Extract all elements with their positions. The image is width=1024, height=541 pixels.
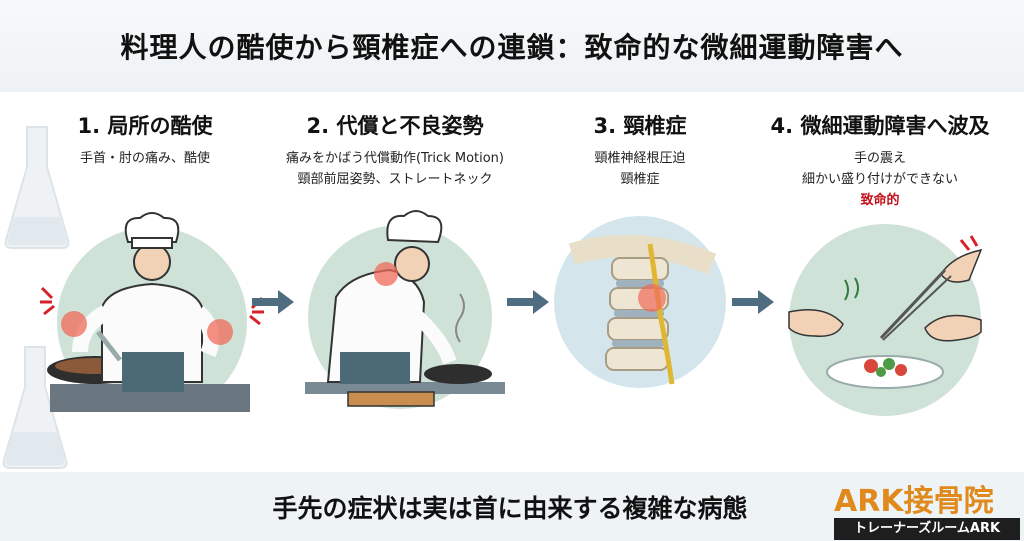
page-title: 料理人の酷使から頸椎症への連鎖：致命的な微細運動障害へ [120,31,904,64]
flask-icon [4,126,70,249]
right-arrow-icon [732,290,774,314]
step-1: 1. 局所の酷使 手首・肘の痛み、酷使 [40,110,250,169]
step-heading: 4. 微細運動障害へ波及 [770,114,990,138]
step-2: 2. 代償と不良姿勢 痛みをかばう代償動作(Trick Motion) 頸部前屈… [250,110,540,190]
right-arrow-icon [252,290,294,314]
chef-illustration [305,210,505,409]
step-description: 手の震え [853,151,906,166]
pain-burst-icon [40,286,55,316]
logo-tagline: トレーナーズルームARK [834,518,1020,540]
diagram-area: 1. 局所の酷使 手首・肘の痛み、酷使 2. 代償と不良姿 [0,92,1024,472]
step-description: 頸椎症 [620,172,660,187]
right-arrow-icon [507,290,549,314]
step-description: 痛みをかばう代償動作(Trick Motion) [285,151,504,166]
title-band [0,0,1024,92]
flask-icon [2,346,68,469]
tweezers-hands-illustration [788,224,983,416]
step-description: 頸椎神経根圧迫 [594,151,686,166]
step-3: 3. 頸椎症 頸椎神経根圧迫 頸椎症 [555,110,725,190]
logo: ARK接骨院 [834,484,994,519]
step-description: 細かい盛り付けができない [801,172,958,187]
step-heading: 1. 局所の酷使 [77,114,213,138]
step-description: 手首・肘の痛み、酷使 [79,151,210,166]
step-heading: 3. 頸椎症 [593,114,687,138]
summary-text: 手先の症状は実は首に由来する複雑な病態 [272,494,748,523]
chef-illustration [47,212,250,412]
alert-label: 致命的 [860,193,900,208]
step-description: 頸部前屈姿勢、ストレートネック [297,172,493,187]
spine-illustration [554,216,726,388]
step-4: 4. 微細運動障害へ波及 手の震え 細かい盛り付けができない 致命的 [745,110,1015,211]
step-heading: 2. 代償と不良姿勢 [306,114,484,138]
